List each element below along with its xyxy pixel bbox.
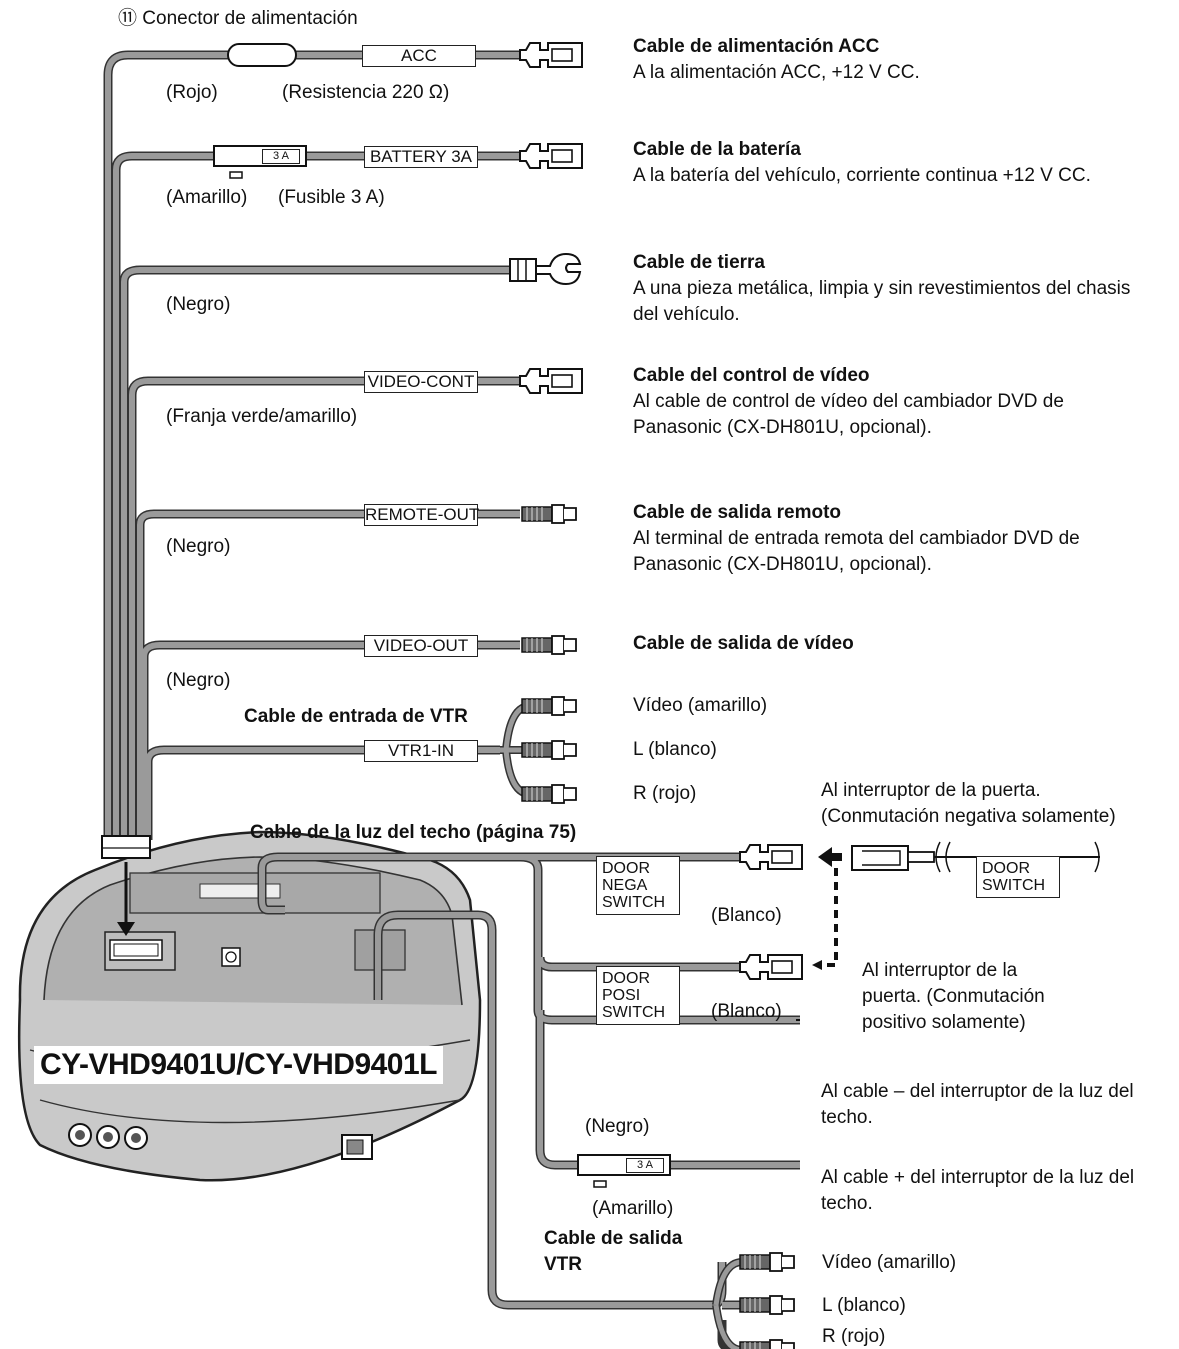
door-pos-note: Al interruptor de la puerta. (Conmutació… (862, 960, 1045, 1033)
left-arrow (818, 847, 842, 867)
door-posi-switch-box: DOOR POSI SWITCH (596, 966, 680, 1025)
video-cont-description: Cable del control de vídeo Al cable de c… (633, 363, 1153, 441)
battery-color-label: (Amarillo) (166, 187, 248, 208)
main-unit-illustration (17, 830, 482, 1182)
dome-black-label: (Negro) (585, 1116, 650, 1137)
remote-out-plug (521, 504, 577, 524)
vtr-in-output-l: L (blanco) (633, 739, 717, 760)
video-cont-tag: VIDEO-CONT (364, 371, 478, 393)
resistor-shape (227, 43, 297, 67)
model-name: CY-VHD9401U/CY-VHD9401L (34, 1046, 444, 1084)
vtr-out-output-l: L (blanco) (822, 1295, 906, 1316)
acc-desc: A la alimentación ACC, +12 V CC. (633, 62, 920, 83)
door-switch-plug-shape (851, 841, 1100, 873)
white-label-1: (Blanco) (711, 905, 782, 926)
remote-out-description: Cable de salida remoto Al terminal de en… (633, 500, 1163, 578)
vtr-out-title: Cable de salida VTR (544, 1228, 683, 1275)
battery-description: Cable de la batería A la batería del veh… (633, 137, 1178, 189)
remote-out-color-label: (Negro) (166, 536, 231, 557)
dome-plus-note: Al cable + del interruptor de la luz del… (821, 1167, 1135, 1214)
ground-color-label: (Negro) (166, 294, 231, 315)
battery-desc: A la batería del vehículo, corriente con… (633, 165, 1091, 186)
battery-title: Cable de la batería (633, 139, 801, 160)
acc-resistor-label: (Resistencia 220 Ω) (282, 82, 450, 103)
vtr-in-tag: VTR1-IN (364, 740, 478, 762)
video-out-title: Cable de salida de vídeo (633, 633, 854, 654)
video-cont-color-label: (Franja verde/amarillo) (166, 406, 358, 427)
battery-fuse-label: (Fusible 3 A) (278, 187, 385, 208)
vtr-in-title: Cable de entrada de VTR (244, 706, 468, 727)
ground-title: Cable de tierra (633, 252, 765, 273)
dome-yellow-label: (Amarillo) (592, 1198, 674, 1219)
harness-plug-shape (101, 835, 151, 859)
battery-connector (519, 143, 583, 169)
vtr-out-output-video: Vídeo (amarillo) (822, 1252, 957, 1273)
vtr-in-output-r: R (rojo) (633, 783, 697, 804)
dome-title: Cable de la luz del techo (página 75) (250, 822, 577, 843)
door-neg-note-2: (Conmutación negativa solamente) (821, 806, 1116, 827)
dome-fuse-text: 3 A (626, 1158, 664, 1173)
vtr-in-output-video: Vídeo (amarillo) (633, 695, 768, 716)
dome-minus-note: Al cable – del interruptor de la luz del… (821, 1081, 1134, 1128)
acc-tag: ACC (362, 45, 476, 67)
video-out-description: Cable de salida de vídeo (633, 631, 1153, 657)
acc-description: Cable de alimentación ACC A la alimentac… (633, 34, 1173, 86)
battery-tag: BATTERY 3A (364, 146, 478, 168)
acc-color-label: (Rojo) (166, 82, 218, 103)
wire-trunk (103, 50, 520, 840)
acc-title: Cable de alimentación ACC (633, 36, 880, 57)
remote-out-tag: REMOTE-OUT (364, 504, 480, 526)
door-switch-box: DOOR SWITCH (976, 856, 1060, 898)
battery-fuse-text: 3 A (262, 149, 300, 164)
white-label-2: (Blanco) (711, 1001, 782, 1022)
door-posi-connector (739, 954, 803, 980)
video-cont-desc: Al cable de control de vídeo del cambiad… (633, 391, 1064, 438)
vtr-out-output-r: R (rojo) (822, 1326, 886, 1347)
door-nega-connector (739, 844, 803, 870)
ground-terminal-shape (509, 252, 582, 286)
video-out-color-label: (Negro) (166, 670, 231, 691)
video-cont-connector (519, 368, 583, 394)
power-connector-label: ⑪ Conector de alimentación (118, 8, 358, 29)
video-out-plug (521, 635, 577, 655)
video-cont-title: Cable del control de vídeo (633, 365, 870, 386)
remote-out-title: Cable de salida remoto (633, 502, 842, 523)
ground-description: Cable de tierra A una pieza metálica, li… (633, 250, 1153, 328)
ground-desc: A una pieza metálica, limpia y sin reves… (633, 278, 1131, 325)
remote-out-desc: Al terminal de entrada remota del cambia… (633, 528, 1080, 575)
video-out-tag: VIDEO-OUT (364, 635, 478, 657)
door-nega-switch-box: DOOR NEGA SWITCH (596, 856, 680, 915)
door-neg-note-1: Al interruptor de la puerta. (821, 780, 1041, 801)
acc-connector (519, 42, 583, 68)
